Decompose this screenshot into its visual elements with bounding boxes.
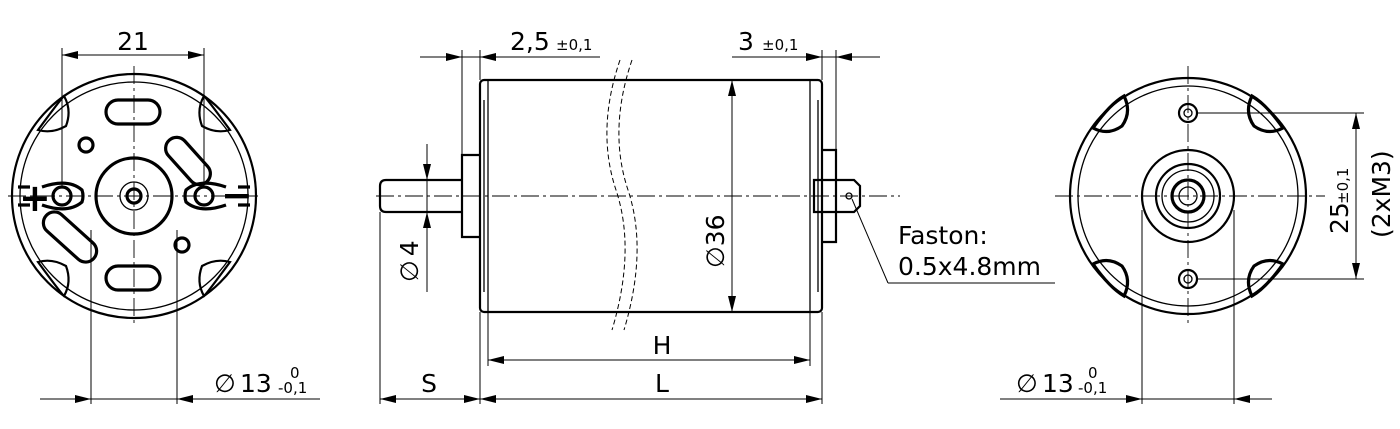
faston-terminal-hole xyxy=(845,192,853,200)
output-shaft xyxy=(378,178,462,214)
minus-terminal-tab xyxy=(183,181,250,211)
front-notch-bottom-left xyxy=(1090,258,1130,299)
dim-21-label: 21 xyxy=(117,27,149,56)
front-dim13-value: 13 xyxy=(1042,369,1074,398)
dim4-arrow-bottom xyxy=(423,212,431,228)
dim13-value: 13 xyxy=(240,369,272,398)
dimL-arrow-right xyxy=(806,395,822,403)
break-line-left xyxy=(606,59,626,331)
front-dim13-tol-upper: 0 xyxy=(1088,364,1098,382)
holes-count-label: (2xM3) xyxy=(1367,150,1396,238)
break-line-right xyxy=(618,59,638,331)
faston-spec: 0.5x4.8mm xyxy=(898,252,1041,281)
front-dim13-arrow-left xyxy=(1126,395,1142,403)
dim4-arrow-top xyxy=(423,164,431,180)
notch-top-left xyxy=(36,94,70,133)
faston-leader xyxy=(851,198,889,284)
front-dim13-phi: ∅ xyxy=(1016,369,1038,398)
front-housing-outline xyxy=(1068,76,1308,316)
faston-terminal xyxy=(812,178,862,214)
plus-terminal-tab xyxy=(18,181,85,211)
front-housing-inner xyxy=(1077,85,1299,307)
notch-bottom-right xyxy=(198,259,232,298)
rear-bearing-boss xyxy=(94,156,174,236)
mount-hole-bottom-thread xyxy=(1183,274,1193,284)
front-dim13-tol-lower: -0,1 xyxy=(1078,379,1107,397)
rear-bearing-inner xyxy=(125,187,143,205)
dim21-arrow-left xyxy=(62,51,78,59)
dimH-arrow-left xyxy=(488,356,504,364)
notch-bottom-left xyxy=(36,259,70,298)
front-dim13-arrow-right xyxy=(1234,395,1250,403)
motor-housing xyxy=(478,78,824,314)
dim2-5-arrow-right xyxy=(480,53,496,61)
dim2-5-tol: ±0,1 xyxy=(556,36,592,54)
dim3-value: 3 xyxy=(738,27,754,56)
dim-S-label: S xyxy=(421,369,437,398)
dim25-value: 25 xyxy=(1325,202,1354,234)
vent-hole-lower xyxy=(173,236,191,254)
front-notch-top-left xyxy=(1090,93,1130,134)
shaft-end xyxy=(1170,178,1206,214)
dim25-arrow-bottom xyxy=(1352,263,1360,279)
dim21-arrow-right xyxy=(188,51,204,59)
front-bearing xyxy=(1161,169,1215,223)
dim3-arrow-right xyxy=(836,53,852,61)
front-bearing-boss xyxy=(460,153,480,239)
dim-H-label: H xyxy=(653,331,672,360)
dim36-arrow-top xyxy=(728,80,736,96)
dim13-tol-upper: 0 xyxy=(290,364,300,382)
front-end-view: 25 ±0,1 (2xM3) ∅ 13 0 -0,1 xyxy=(1000,66,1396,404)
dim3-arrow-left xyxy=(806,53,822,61)
dim13-arrow-right xyxy=(177,395,193,403)
front-notch-bottom-right xyxy=(1246,258,1286,299)
plus-terminal-label: + xyxy=(19,176,51,220)
front-boss-outer xyxy=(1140,148,1236,244)
faston-label: Faston: xyxy=(898,221,988,250)
dim3-tol: ±0,1 xyxy=(762,36,798,54)
dim36-label: ∅36 xyxy=(701,214,730,268)
dimS-arrow-left xyxy=(380,395,396,403)
dim13-arrow-left xyxy=(75,395,91,403)
mount-hole-bottom xyxy=(1177,268,1199,290)
rear-housing-outline xyxy=(10,72,258,320)
slot-top xyxy=(104,98,162,126)
rear-housing-inner xyxy=(19,81,249,311)
minus-terminal-label: − xyxy=(221,173,253,217)
dim2-5-arrow-left xyxy=(446,53,462,61)
notch-top-right xyxy=(198,94,232,133)
rear-bearing-boss xyxy=(822,148,838,244)
dim4-label: ∅4 xyxy=(395,240,424,282)
dimH-arrow-right xyxy=(794,356,810,364)
shaft-core xyxy=(1178,186,1198,206)
mount-hole-top-thread xyxy=(1183,108,1193,118)
rear-end-view: + − 21 ∅ 13 0 -0,1 xyxy=(8,27,320,404)
dim-L-label: L xyxy=(655,369,669,398)
slot-bottom xyxy=(104,264,162,292)
slot-diagonal-left xyxy=(41,210,99,264)
mount-hole-top xyxy=(1177,102,1199,124)
dimS-arrow-right xyxy=(464,395,480,403)
side-view: Faston: 0.5x4.8mm ∅36 ∅4 2,5 ±0,1 3 ±0,1 xyxy=(376,27,1055,404)
dim13-phi: ∅ xyxy=(214,369,236,398)
dimL-arrow-left xyxy=(480,395,496,403)
dim25-tol: ±0,1 xyxy=(1334,168,1352,204)
dim25-arrow-top xyxy=(1352,113,1360,129)
rear-bearing-outer xyxy=(119,181,149,211)
front-notch-top-right xyxy=(1246,93,1286,134)
front-boss-ring xyxy=(1154,162,1222,230)
vent-hole-upper xyxy=(77,136,95,154)
dim36-arrow-bottom xyxy=(728,296,736,312)
dim13-tol-lower: -0,1 xyxy=(278,379,307,397)
dim2-5-value: 2,5 xyxy=(510,27,550,56)
